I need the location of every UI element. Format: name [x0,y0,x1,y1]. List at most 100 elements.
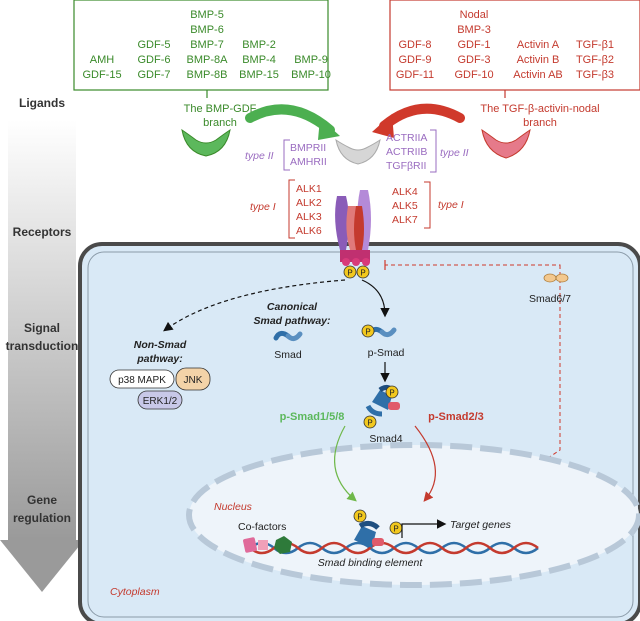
psmad-p: P [365,328,370,337]
receptor-p1: P [347,269,352,278]
red-curved-arrow [379,103,465,131]
smad67-icon [543,273,569,283]
red-pathway-arrow [414,425,436,502]
tgf-ligand-2-2: Activin A [517,39,560,51]
green-curved-arrow [245,104,335,135]
p38-label: p38 MAPK [118,375,166,386]
amhr2-label: AMHRII [290,156,327,168]
nucleus-label: Nucleus [214,501,253,513]
alk7-label: ALK7 [392,214,418,226]
bound-p1: P [357,513,362,522]
stage-transduction: transduction [6,339,79,353]
non-smad-title-1: Non-Smad [134,339,187,351]
canonical-arrow [361,279,390,318]
cofactors-label: Co-factors [238,521,286,533]
stage-regulation: regulation [13,511,71,525]
tgf-ligand-2-3: TGF-β1 [576,39,614,51]
type2-receptors: BMPRII AMHRII type II ACTRIIA ACTRIIB TG… [245,129,469,173]
bmp-ligand-3-3: BMP-4 [242,54,276,66]
bmp-ligand-2-3: BMP-2 [242,39,276,51]
psmad-icon: P [361,324,397,338]
alk1-label: ALK1 [296,183,322,195]
alk6-label: ALK6 [296,225,322,237]
tgf-ligand-4-1: GDF-10 [454,69,493,81]
bmp-ligand-2-2: BMP-7 [190,39,224,51]
p38-node [109,369,175,389]
tgf-ligand-1-1: BMP-3 [457,24,491,36]
tgfbr2-label: TGFβRII [386,160,426,172]
complex-p2: P [367,419,372,428]
canonical-title-1: Canonical [267,301,318,313]
tgf-ligand-4-3: TGF-β3 [576,69,614,81]
red-arrowhead [372,114,394,138]
type1-left-label: type I [250,201,276,213]
psmad23-label: p-Smad2/3 [428,411,484,423]
target-genes-arrow [401,519,447,538]
process-arrow [0,120,84,592]
tgf-branch-label-1: The TGF-β-activin-nodal [480,103,599,115]
bmp-ligand-icon [181,128,231,157]
receptor-p2: P [360,269,365,278]
psmad158-label: p-Smad1/5/8 [280,411,345,423]
erk-node [137,390,183,410]
stage-ligands: Ligands [19,96,65,110]
jnk-label: JNK [184,375,203,386]
bmp-ligand-4-2: BMP-8B [187,69,228,81]
tgf-ligand-2-0: GDF-8 [399,39,432,51]
type2-left-label: type II [245,150,274,162]
actr2b-label: ACTRIIB [386,146,427,158]
actr2a-label: ACTRIIA [386,132,427,144]
bmp-ligand-4-1: GDF-7 [138,69,171,81]
smad67-label: Smad6/7 [529,293,571,305]
bound-p2: P [393,525,398,534]
stage-receptors: Receptors [13,225,72,239]
green-arrowhead [318,118,340,140]
tgf-ligand-2-1: GDF-1 [458,39,491,51]
tgf-ligand-0-1: Nodal [460,9,489,21]
tgf-ligand-3-1: GDF-3 [458,54,491,66]
tgf-ligand-4-2: Activin AB [513,69,563,81]
cytoplasm-label: Cytoplasm [110,586,160,598]
green-pathway-arrow [334,425,357,502]
cofactors-icon [243,536,292,554]
tgf-ligand-3-2: Activin B [517,54,560,66]
bmp-ligand-2-1: GDF-5 [138,39,171,51]
bmp-ligand-3-0: AMH [90,54,115,66]
alk3-label: ALK3 [296,211,322,223]
tgf-ligand-4-0: GDF-11 [396,69,434,81]
gray-ligand-icon [335,138,381,165]
canonical-title-2: Smad pathway: [253,315,330,327]
bmp-ligand-4-4: BMP-10 [291,69,331,81]
bmpr2-label: BMPRII [290,142,326,154]
type1-right-label: type I [438,199,464,211]
bmp-ligand-3-1: GDF-6 [138,54,171,66]
alk2-label: ALK2 [296,197,322,209]
dna-helix-icon [249,541,539,555]
bmp-ligand-4-0: GDF-15 [82,69,121,81]
bmp-ligand-1-2: BMP-6 [190,24,224,36]
complex-p1: P [389,389,394,398]
erk-label: ERK1/2 [143,396,178,407]
bmp-ligand-3-4: BMP-9 [294,54,328,66]
type1-receptors: ALK1 ALK2 ALK3 ALK6 type I ALK4 ALK5 ALK… [250,179,464,239]
type2-right-label: type II [440,147,469,159]
bmp-branch-label-2: branch [203,117,237,129]
smad-icon [273,330,303,342]
receptor-complex-icon [335,190,371,266]
bmp-ligand-3-2: BMP-8A [187,54,229,66]
alk4-label: ALK4 [392,186,418,198]
smad4-label: Smad4 [369,433,402,445]
tgf-ligand-3-3: TGF-β2 [576,54,614,66]
stage-gene: Gene [27,493,57,507]
smad-label: Smad [274,349,302,361]
smad-complex-icon: P P [363,384,400,429]
psmad-label: p-Smad [368,347,405,359]
bmp-branch-label-1: The BMP-GDF [184,103,257,115]
dna-bound-complex-icon: P P [353,509,403,548]
tgf-branch-label-2: branch [523,117,557,129]
tgf-ligand-3-0: GDF-9 [399,54,432,66]
